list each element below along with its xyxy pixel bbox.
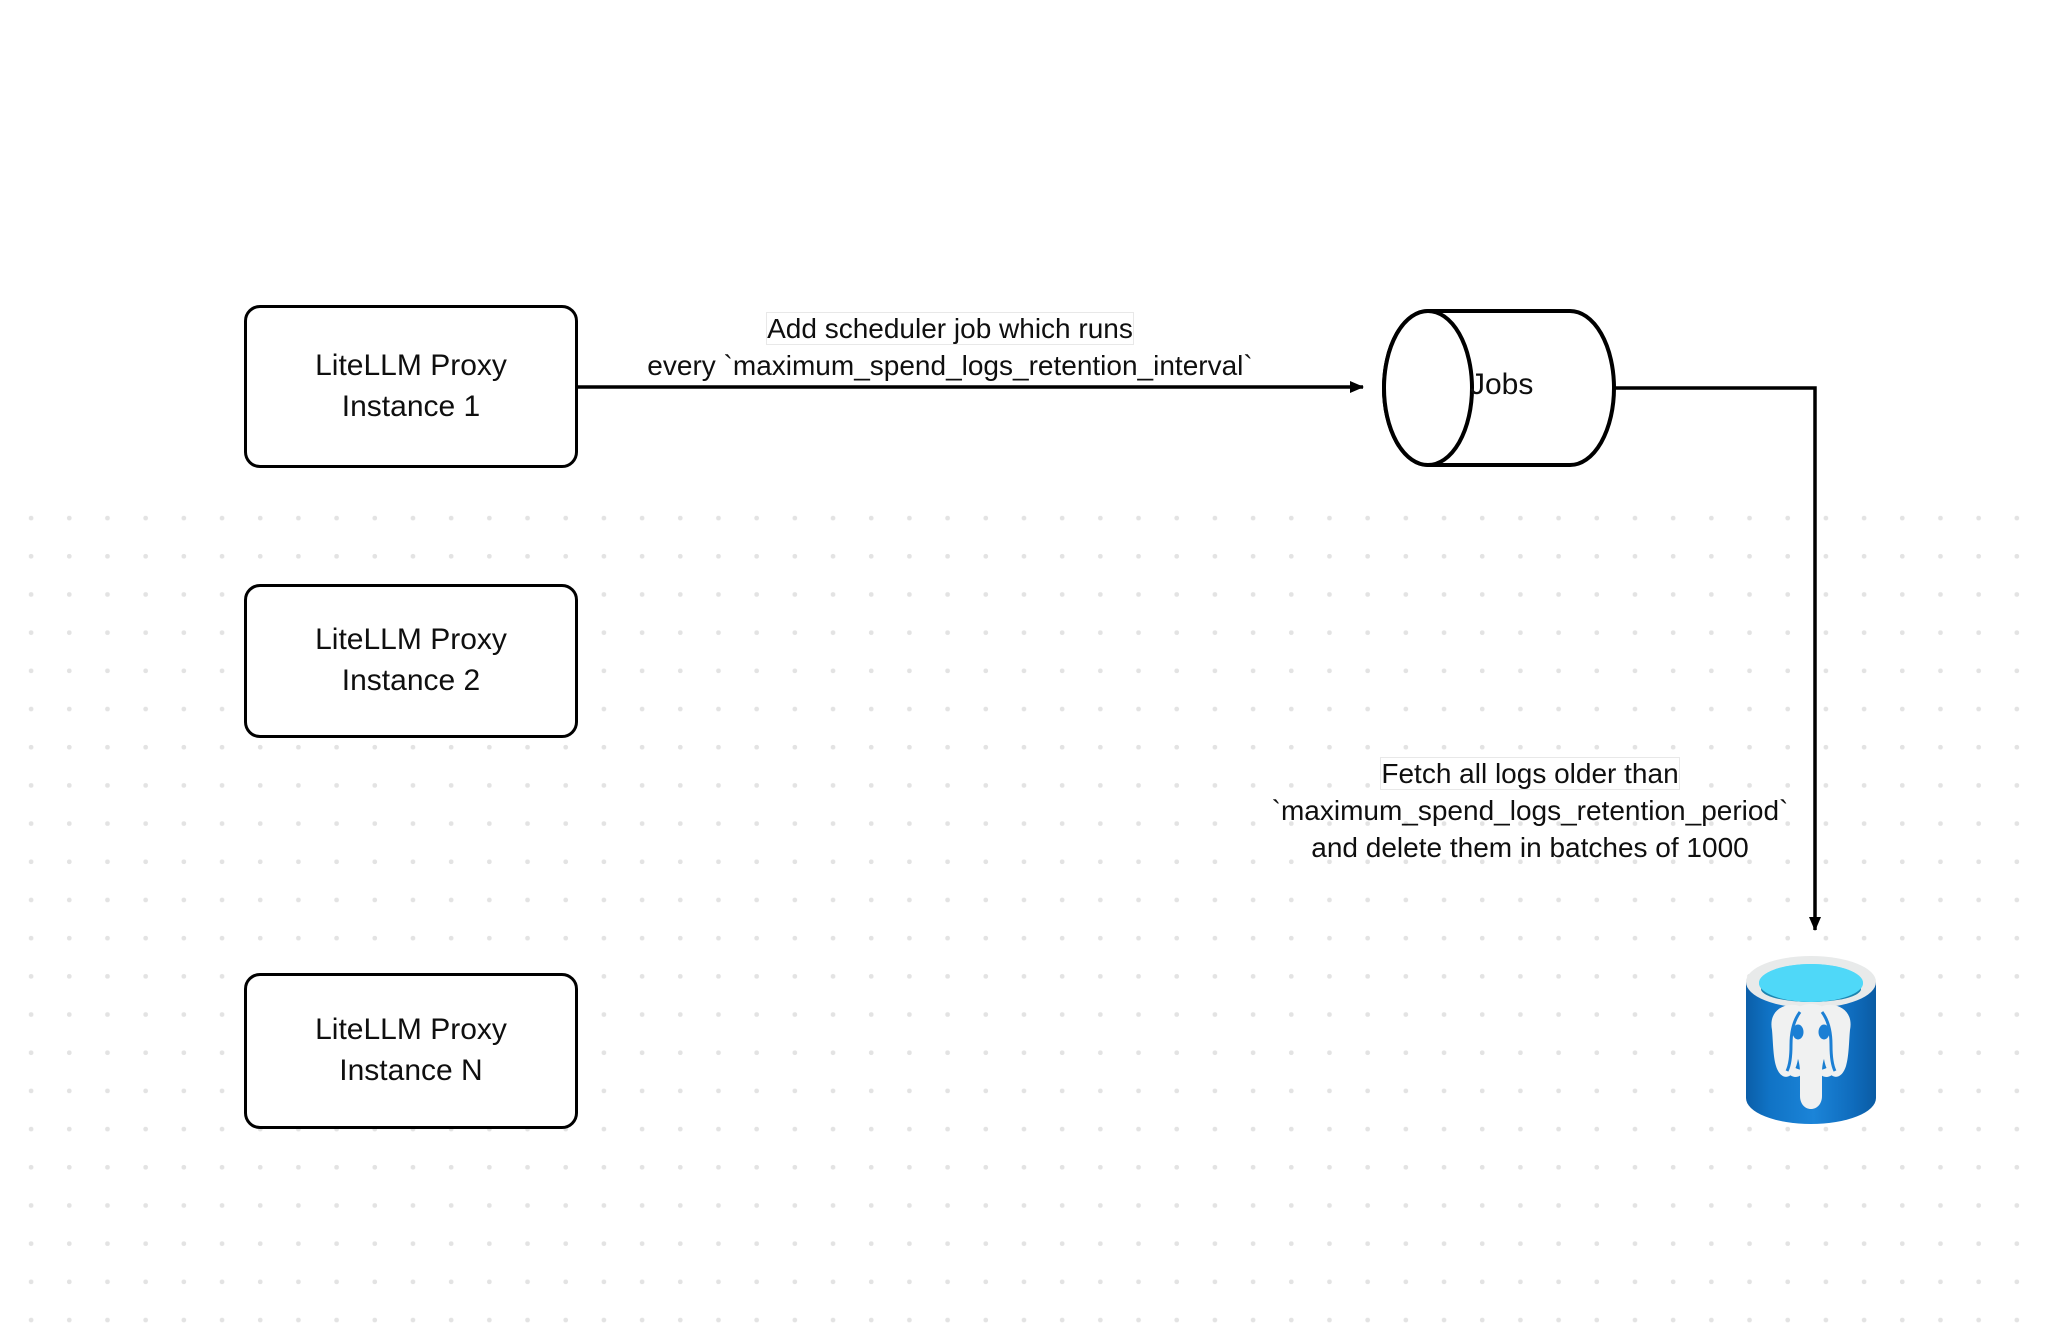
edge-fetch-line	[1613, 386, 1821, 931]
edge-fetch-label: Fetch all logs older than `maximum_spend…	[1250, 755, 1810, 867]
node-label-line1: LiteLLM Proxy	[315, 1013, 507, 1047]
node-label-line1: LiteLLM Proxy	[315, 348, 507, 382]
node-litellm-proxy-instance-1[interactable]: LiteLLM Proxy Instance 1	[244, 305, 578, 468]
node-label-line2: Instance 2	[341, 664, 481, 697]
jobs-cylinder	[1382, 309, 1616, 467]
edge-scheduler-label-line2: every `maximum_spend_logs_retention_inte…	[647, 350, 1253, 382]
node-label-line2: Instance N	[339, 1054, 483, 1087]
node-jobs-label: Jobs	[1470, 368, 1534, 401]
node-label-line1: LiteLLM Proxy	[315, 623, 507, 657]
node-label-line2: Instance 1	[341, 389, 481, 423]
edge-fetch-label-line1: Fetch all logs older than	[1381, 758, 1679, 789]
edge-fetch-label-line2: `maximum_spend_logs_retention_period`	[1271, 795, 1789, 827]
postgres-database-icon[interactable]	[1742, 946, 1880, 1136]
edge-scheduler-label: Add scheduler job which runs every `maxi…	[600, 310, 1300, 384]
node-litellm-proxy-instance-n[interactable]: LiteLLM Proxy Instance N	[244, 973, 578, 1129]
edge-scheduler-label-line1: Add scheduler job which runs	[767, 313, 1133, 344]
node-litellm-proxy-instance-2[interactable]: LiteLLM Proxy Instance 2	[244, 584, 578, 738]
edge-fetch-label-line3: and delete them in batches of 1000	[1311, 832, 1749, 864]
